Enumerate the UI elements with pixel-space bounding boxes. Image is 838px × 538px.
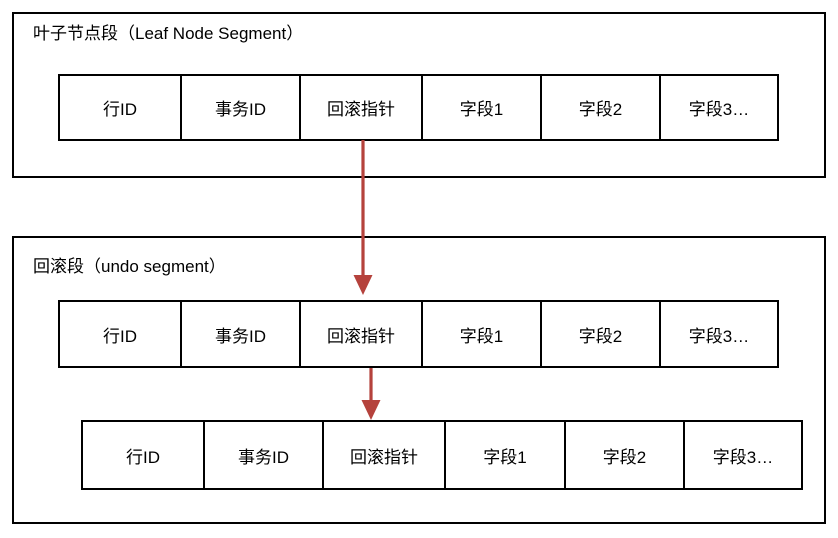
table-undo-record-row-1: 行ID 事务ID 回滚指针 字段1 字段2 字段3…	[58, 300, 779, 368]
panel-leaf-node-segment	[12, 12, 826, 178]
table-undo-record-row-2: 行ID 事务ID 回滚指针 字段1 字段2 字段3…	[81, 420, 803, 490]
table-cell: 字段3…	[688, 326, 750, 346]
table-cell: 行ID	[83, 422, 205, 488]
table-cell: 事务ID	[182, 302, 301, 366]
panel-leaf-node-segment-title: 叶子节点段（Leaf Node Segment）	[33, 24, 304, 43]
table-cell: 回滚指针	[324, 422, 446, 488]
table-cell: 字段3…	[688, 100, 750, 119]
table-cell: 回滚指针	[301, 302, 423, 366]
table-cell: 回滚指针	[301, 76, 423, 139]
table-cell: 事务ID	[205, 422, 324, 488]
table-cell: 事务ID	[182, 76, 301, 139]
table-cell: 行ID	[60, 302, 182, 366]
table-cell: 字段1	[446, 422, 566, 488]
table-cell: 字段3…	[712, 447, 774, 467]
panel-undo-segment-title: 回滚段（undo segment）	[33, 257, 226, 276]
table-cell: 字段1	[423, 302, 542, 366]
table-cell: 行ID	[60, 76, 182, 139]
table-cell: 字段2	[542, 302, 661, 366]
panel-undo-segment	[12, 236, 826, 524]
table-cell: 字段2	[566, 422, 685, 488]
table-cell: 字段1	[423, 76, 542, 139]
table-cell: 字段2	[542, 76, 661, 139]
table-leaf-record-row: 行ID 事务ID 回滚指针 字段1 字段2 字段3…	[58, 74, 779, 141]
